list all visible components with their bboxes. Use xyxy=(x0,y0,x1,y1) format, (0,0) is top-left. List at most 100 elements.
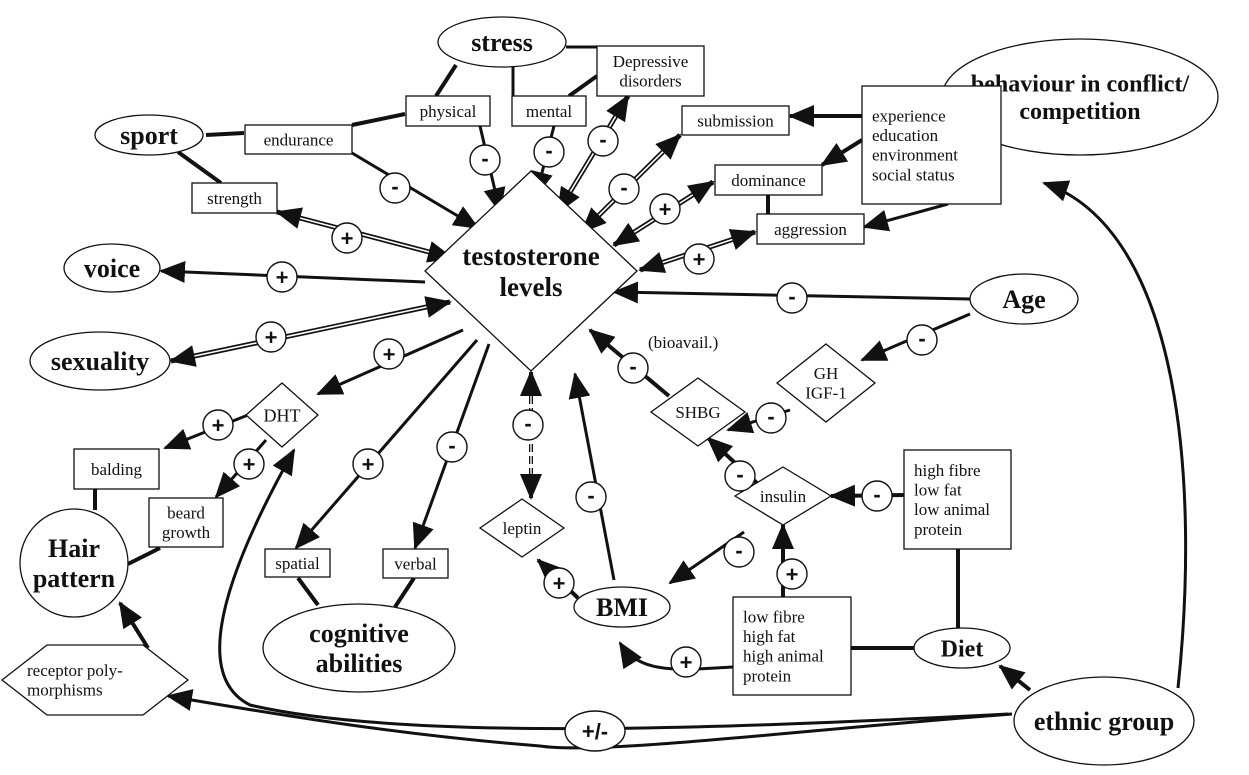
sign-circle xyxy=(233,448,265,480)
sign-minus-badge: - xyxy=(469,144,501,176)
node-ellipse xyxy=(1013,676,1195,766)
node-label: GH xyxy=(814,364,839,383)
node-label: insulin xyxy=(760,487,807,506)
sign-circle xyxy=(649,193,681,225)
node-box xyxy=(596,45,705,97)
node-label: environment xyxy=(872,146,958,165)
sign-plus-badge: + xyxy=(255,321,287,353)
node-label: morphisms xyxy=(27,681,103,700)
node-stress: stress xyxy=(437,16,567,68)
sign-text: - xyxy=(599,127,606,152)
node-label: voice xyxy=(84,254,140,283)
node-box xyxy=(511,95,587,127)
node-spatial: spatial xyxy=(264,548,331,578)
node-sexuality: sexuality xyxy=(29,331,171,391)
labels-layer: (bioavail.) xyxy=(648,333,718,352)
edge-experience-to-aggression xyxy=(862,202,949,232)
sign-circle xyxy=(469,144,501,176)
node-box xyxy=(191,182,278,214)
node-label: experience xyxy=(872,107,946,126)
sign-text: - xyxy=(735,538,742,563)
sign-circle xyxy=(608,173,640,205)
sign-minus-badge: - xyxy=(755,402,787,434)
node-label: physical xyxy=(420,102,477,121)
node-strength: strength xyxy=(191,182,278,214)
node-sport: sport xyxy=(94,114,204,156)
node-label: high fibre xyxy=(914,461,981,480)
edge-lowfibre-to-bmi xyxy=(618,641,734,671)
edge-stress-to-physical xyxy=(434,63,458,98)
node-label: Depressive xyxy=(613,52,689,71)
node-label: spatial xyxy=(275,554,320,573)
sign-text: + xyxy=(383,342,396,367)
edge-line xyxy=(820,138,864,167)
edge-line xyxy=(166,689,1013,750)
node-age: Age xyxy=(969,273,1079,325)
sign-minus-badge: - xyxy=(512,409,544,441)
sign-circle xyxy=(202,409,234,441)
edge-strength-to-testosterone xyxy=(275,207,454,263)
sign-circle xyxy=(533,136,565,168)
node-hexagon xyxy=(0,644,190,716)
node-ellipse xyxy=(94,114,204,156)
node-physical: physical xyxy=(405,95,491,127)
sign-circle xyxy=(331,222,363,254)
node-label: protein xyxy=(914,520,963,539)
node-box xyxy=(244,124,353,155)
sign-circle xyxy=(587,125,619,157)
sign-minus-badge: - xyxy=(379,172,411,204)
node-label: pattern xyxy=(33,564,116,593)
edge-spatial-to-cognitive xyxy=(296,576,320,607)
sign-circle xyxy=(255,321,287,353)
sign-text: + xyxy=(265,325,278,350)
node-label: verbal xyxy=(394,554,437,573)
edge-verbal-to-cognitive xyxy=(393,576,416,609)
node-ethnic: ethnic group xyxy=(1013,676,1195,766)
node-label: SHBG xyxy=(675,403,720,422)
edge-sport-to-strength xyxy=(176,150,223,185)
node-box xyxy=(405,95,491,127)
node-box xyxy=(73,448,160,490)
node-label: balding xyxy=(91,460,142,479)
sign-plus-badge: + xyxy=(266,261,298,293)
sign-text: - xyxy=(391,174,398,199)
node-endurance: endurance xyxy=(244,124,353,155)
sign-plus-badge: + xyxy=(649,193,681,225)
node-ellipse xyxy=(262,603,456,693)
sign-circle xyxy=(776,558,808,590)
node-label: BMI xyxy=(596,593,648,622)
sign-circle xyxy=(906,324,938,356)
sign-minus-badge: - xyxy=(724,460,756,492)
sign-text: - xyxy=(587,483,594,508)
edge-ethnic-to-diet xyxy=(998,664,1032,692)
edge-arrowheads xyxy=(169,296,452,367)
sign-text: + xyxy=(276,265,289,290)
node-box xyxy=(756,213,865,245)
node-label: Hair xyxy=(48,534,100,563)
signs-layer: -----+++++-------+++/--+-++++- xyxy=(202,125,938,752)
node-submission: submission xyxy=(681,105,790,136)
edge-line xyxy=(176,150,223,185)
node-box xyxy=(732,596,852,696)
node-diamond xyxy=(649,377,747,447)
sign-text: - xyxy=(620,175,627,200)
node-label: high animal xyxy=(743,647,824,666)
node-label: dominance xyxy=(731,171,806,190)
sign-text: + xyxy=(243,452,256,477)
sign-text: + xyxy=(553,571,566,596)
node-label: protein xyxy=(743,666,792,685)
node-label: aggression xyxy=(774,220,847,239)
edge-line xyxy=(1042,180,1188,689)
edge-beard-to-hair xyxy=(127,546,161,566)
sign-circle xyxy=(373,338,405,370)
node-box xyxy=(382,548,449,579)
edge-testosterone-to-sexuality xyxy=(169,296,452,367)
sign-plus-badge: + xyxy=(776,558,808,590)
sign-circle xyxy=(755,402,787,434)
edge-line xyxy=(296,576,320,607)
